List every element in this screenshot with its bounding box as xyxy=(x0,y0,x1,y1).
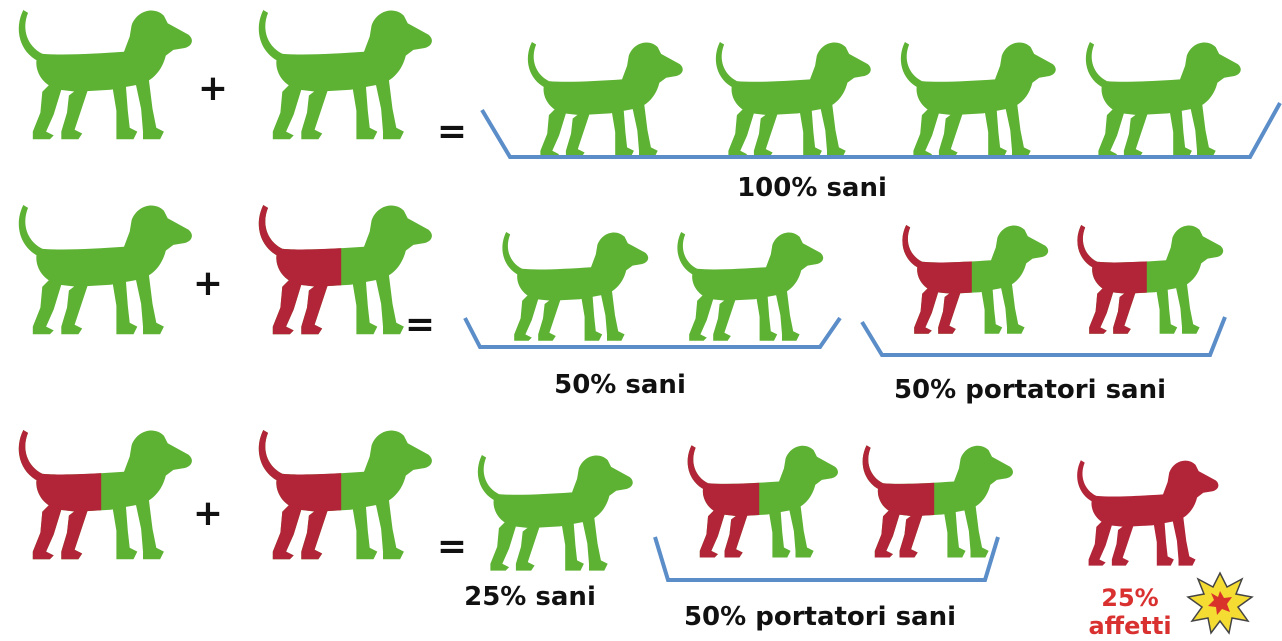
offspring-dog-carrier-icon xyxy=(687,445,838,558)
group-bracket xyxy=(463,316,842,349)
offspring-dog-affected-icon xyxy=(1077,460,1219,566)
group-bracket xyxy=(653,536,1000,582)
offspring-dog-healthy-icon xyxy=(1085,42,1241,158)
equals-sign: = xyxy=(405,304,435,345)
offspring-dog-healthy-icon xyxy=(477,455,633,571)
plus-sign: + xyxy=(193,493,223,534)
group-bracket xyxy=(480,102,1282,159)
explosion-icon xyxy=(1186,571,1254,635)
affected-label: affetti xyxy=(1088,612,1171,640)
offspring-dog-healthy-icon xyxy=(715,42,871,158)
group-bracket xyxy=(860,316,1227,357)
offspring-dog-carrier-icon xyxy=(902,225,1049,334)
parent-dog-carrier-icon xyxy=(258,430,432,560)
offspring-dog-carrier-icon xyxy=(862,445,1013,558)
plus-sign: + xyxy=(198,68,228,109)
equals-sign: = xyxy=(437,111,467,152)
parent-dog-healthy-icon xyxy=(18,10,192,140)
parent-dog-carrier-icon xyxy=(18,430,192,560)
parent-dog-healthy-icon xyxy=(258,10,432,140)
affected-percent: 25% xyxy=(1101,584,1158,612)
group-label-carriers: 50% portatori sani xyxy=(684,602,956,632)
offspring-dog-healthy-icon xyxy=(900,42,1056,158)
offspring-dog-healthy-icon xyxy=(677,232,824,341)
offspring-dog-healthy-icon xyxy=(527,42,683,158)
group-label-healthy: 25% sani xyxy=(464,582,596,612)
plus-sign: + xyxy=(193,263,223,304)
equals-sign: = xyxy=(437,526,467,567)
group-label-healthy: 50% sani xyxy=(554,370,686,400)
offspring-dog-carrier-icon xyxy=(1077,225,1224,334)
group-label-healthy: 100% sani xyxy=(737,173,887,203)
group-label-carriers: 50% portatori sani xyxy=(894,375,1166,405)
parent-dog-healthy-icon xyxy=(18,205,192,335)
offspring-dog-healthy-icon xyxy=(502,232,649,341)
